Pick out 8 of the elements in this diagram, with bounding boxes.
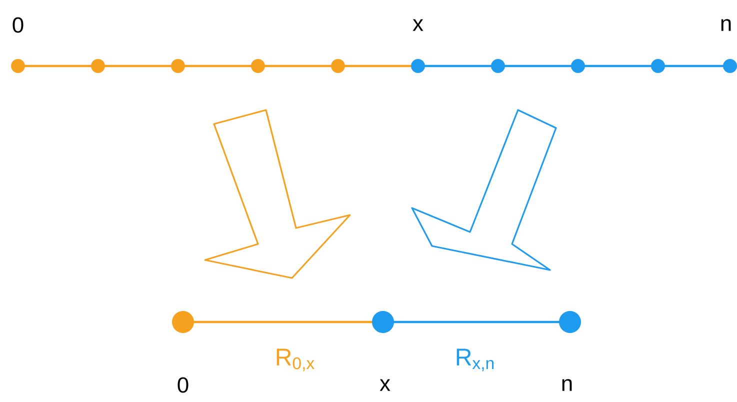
label: x — [412, 19, 424, 31]
label: R$_{x,n}$ — [456, 348, 494, 372]
label: R$_{0,x}$ — [276, 348, 314, 372]
label: 0 — [178, 377, 188, 393]
label: 0 — [12, 17, 24, 33]
label: n — [721, 19, 731, 31]
label: x — [380, 379, 390, 391]
label: n — [562, 379, 572, 391]
